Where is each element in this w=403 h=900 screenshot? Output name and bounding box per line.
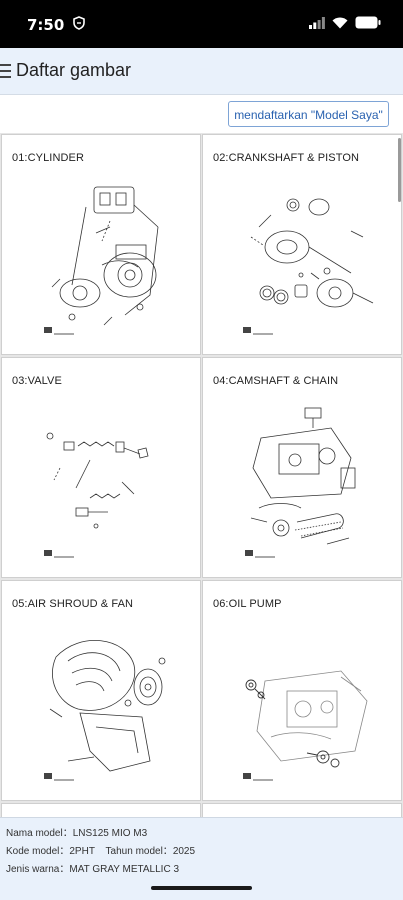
color-value: MAT GRAY METALLIC 3 — [69, 864, 180, 875]
card-title: 02:CRANKSHAFT & PISTON — [213, 152, 360, 164]
card-title: 01:CYLINDER — [12, 152, 85, 164]
shield-icon — [73, 16, 85, 35]
model-code-value: 2PHT — [69, 846, 95, 857]
card-title: 05:AIR SHROUD & FAN — [12, 598, 134, 610]
model-name-label: Nama model： — [6, 828, 73, 839]
card-title: 06:OIL PUMP — [213, 598, 282, 610]
card-title: 04:CAMSHAFT & CHAIN — [213, 375, 339, 387]
model-name-line: Nama model：LNS125 MIO M3 — [6, 824, 147, 839]
color-label: Jenis warna： — [6, 864, 70, 875]
model-code-label: Kode model： — [6, 846, 70, 857]
status-time: 7:50 — [27, 16, 65, 34]
diagram-card-next-left[interactable] — [1, 803, 201, 817]
home-indicator[interactable] — [151, 886, 252, 890]
model-year-label: Tahun model： — [105, 846, 173, 857]
card-title: 03:VALVE — [12, 375, 62, 387]
model-year-value: 2025 — [172, 846, 196, 857]
cylinder-diagram-image — [44, 186, 159, 335]
wifi-icon — [332, 16, 348, 34]
page-title: Daftar gambar — [16, 60, 132, 80]
diagram-card-cylinder[interactable]: 01:CYLINDER — [1, 134, 201, 355]
model-code-line: Kode model：2PHT Tahun model：2025 — [6, 842, 195, 857]
diagram-card-oil-pump[interactable]: 06:OIL PUMP — [202, 580, 402, 801]
diagram-card-camshaft-chain[interactable]: 04:CAMSHAFT & CHAIN — [202, 357, 402, 578]
diagram-card-air-shroud-fan[interactable]: 05:AIR SHROUD & FAN — [1, 580, 201, 801]
diagram-card-next-right[interactable] — [202, 803, 402, 817]
valve-diagram-image — [44, 432, 149, 558]
model-name-value: LNS125 MIO M3 — [72, 828, 148, 839]
app-bar: Daftar gambar — [0, 48, 403, 95]
signal-icon — [309, 16, 325, 34]
diagram-grid: 01:CYLINDER — [0, 133, 403, 817]
air-shroud-fan-diagram-image — [44, 640, 166, 781]
diagram-card-valve[interactable]: 03:VALVE — [1, 357, 201, 578]
oil-pump-diagram-image — [243, 670, 368, 781]
scrollbar-thumb[interactable] — [398, 138, 401, 202]
color-line: Jenis warna：MAT GRAY METALLIC 3 — [6, 860, 179, 875]
register-my-model-button[interactable]: mendaftarkan "Model Saya" — [228, 101, 389, 127]
camshaft-chain-diagram-image — [245, 407, 356, 558]
status-bar: 7:50 — [0, 0, 403, 48]
diagram-card-crankshaft-piston[interactable]: 02:CRANKSHAFT & PISTON — [202, 134, 402, 355]
hamburger-menu-icon[interactable] — [0, 64, 12, 78]
crankshaft-piston-diagram-image — [243, 198, 374, 335]
battery-icon — [355, 16, 381, 34]
